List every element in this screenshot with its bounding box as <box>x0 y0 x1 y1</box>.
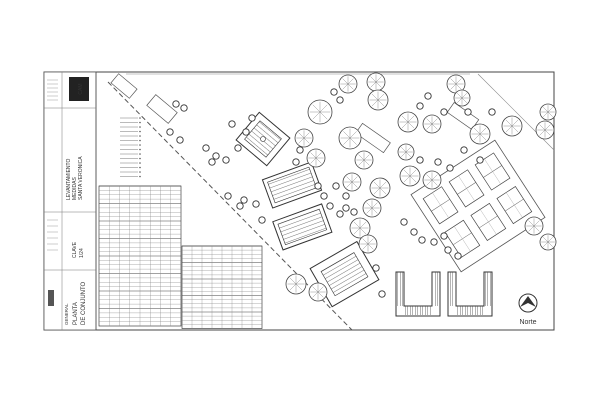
u-building-right <box>447 271 493 317</box>
building-b <box>261 161 323 209</box>
title-block: CAM LEVANTAMIENTO MEDIDAS SANTA VERONICA… <box>43 71 97 331</box>
trees <box>166 72 557 302</box>
notes-list <box>120 117 141 178</box>
north-label: Norte <box>519 319 536 326</box>
data-table-main <box>98 185 182 327</box>
north-arrow: Norte <box>518 293 538 326</box>
key-label: CLAVE <box>72 241 78 258</box>
project-line-3: SANTA VERONICA <box>78 156 84 200</box>
access-booth <box>110 73 138 99</box>
project-line-2: MEDIDAS <box>72 177 78 200</box>
plan-name: DE CONJUNTO <box>81 281 87 325</box>
small-building <box>146 94 178 124</box>
project-line-1: LEVANTAMIENTO <box>66 158 72 200</box>
logo-text: CAM <box>78 83 84 94</box>
cam-logo <box>69 77 89 101</box>
plan-type: GENERAL <box>64 303 69 325</box>
building-c <box>272 203 333 251</box>
small-structure-1 <box>355 122 391 154</box>
building-a <box>235 111 291 167</box>
u-building-left <box>395 271 441 317</box>
plan-label: PLANTA <box>73 302 79 325</box>
data-table-secondary <box>181 245 263 329</box>
key-value: 1/24 <box>79 248 85 258</box>
